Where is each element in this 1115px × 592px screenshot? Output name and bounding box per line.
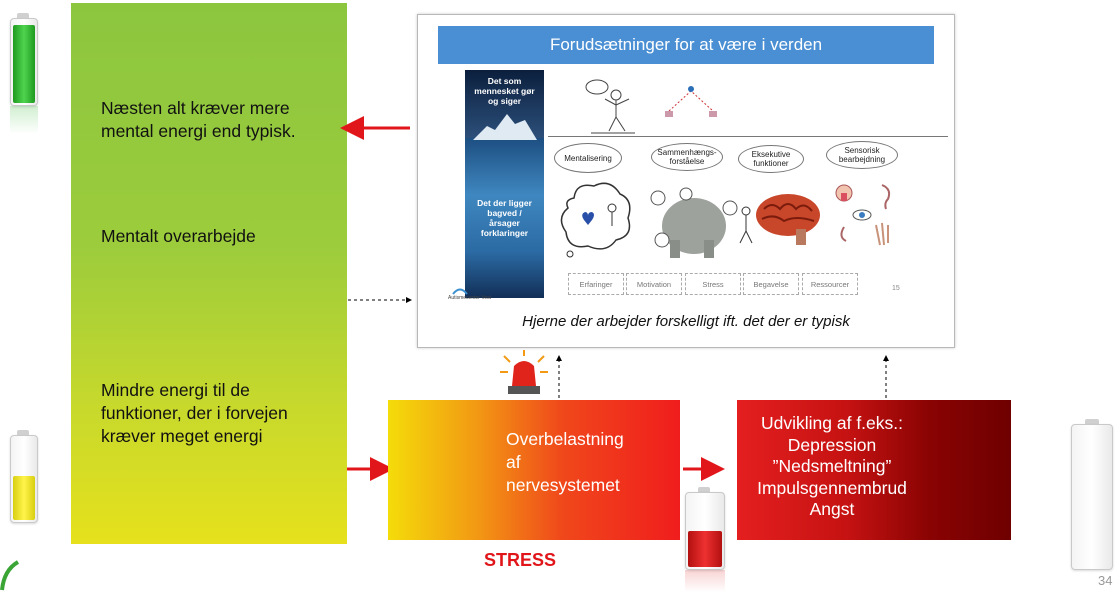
box-ressourcer: Ressourcer — [802, 273, 858, 295]
battery-low-cap — [698, 487, 710, 492]
autismecenter-logo-icon — [452, 288, 468, 295]
oval-mentalisering: Mentalisering — [554, 143, 622, 173]
battery-half-fill — [13, 476, 35, 520]
stress-line-2: af — [506, 452, 521, 472]
battery-low-icon — [685, 492, 725, 570]
left-text-mental-overwork: Mentalt overarbejde — [101, 226, 256, 246]
development-line-2: Depression — [787, 434, 877, 455]
iceberg-top-text: Det som mennesket gør og siger — [474, 76, 535, 106]
battery-full-icon — [10, 18, 38, 106]
logo-swoosh-icon — [0, 560, 20, 591]
battery-empty-cap — [1085, 419, 1099, 424]
battery-half-icon — [10, 435, 38, 523]
stress-line-3: nervesystemet — [506, 475, 620, 495]
stress-label: STRESS — [484, 550, 557, 570]
development-line-3: ”Nedsmeltning” — [772, 456, 892, 476]
embedded-slide: Forudsætninger for at være i verden Det … — [417, 14, 955, 348]
slide-title: Forudsætninger for at være i verden — [438, 26, 934, 64]
slide-caption: Hjerne der arbejder forskelligt ift. det… — [522, 313, 850, 330]
page-number: 34 — [1098, 573, 1113, 588]
battery-low-reflection — [685, 570, 725, 592]
oval-sensorisk-bearbejdning: Sensorisk bearbejdning — [826, 141, 898, 169]
development-line-4: Impulsgennembrud — [757, 477, 907, 498]
battery-low-fill — [688, 531, 722, 567]
iceberg-waterline — [548, 136, 948, 137]
battery-empty-icon — [1071, 424, 1113, 570]
stress-box-text: Overbelastning af nervesystemet — [506, 428, 624, 497]
autismecenter-logo-text: Autismecenter Vest — [448, 295, 492, 301]
iceberg-bottom-text: Det der ligger bagved / årsager forklari… — [477, 198, 532, 238]
box-motivation: Motivation — [626, 273, 682, 295]
development-line-1: Udvikling af f.eks.: — [761, 413, 903, 433]
left-text-less-energy: Mindre energi til de funktioner, der i f… — [101, 380, 288, 446]
battery-full-fill — [13, 25, 35, 103]
thought-cloud-icon — [560, 182, 631, 258]
battery-full-reflection — [10, 106, 38, 134]
box-erfaringer: Erfaringer — [568, 273, 624, 295]
iceberg-image: Det som mennesket gør og siger Det der l… — [465, 70, 544, 298]
small-figure-icon — [739, 206, 753, 244]
elephant-illustration-icon — [650, 187, 738, 258]
battery-full-cap — [17, 13, 29, 18]
development-line-5: Angst — [809, 499, 855, 519]
slide-number: 15 — [892, 285, 900, 292]
triangle-diagram-icon — [665, 86, 717, 117]
alarm-light-icon — [500, 350, 548, 394]
iceberg-tip-icon — [473, 114, 537, 140]
stress-box: Overbelastning af nervesystemet — [388, 400, 680, 540]
left-panel: Næsten alt kræver mere mental energi end… — [71, 3, 347, 544]
stress-line-1: Overbelastning — [506, 429, 624, 449]
battery-half-cap — [17, 430, 29, 435]
development-box-text: Udvikling af f.eks.: Depression ”Nedsmel… — [737, 413, 927, 521]
box-begavelse: Begavelse — [743, 273, 799, 295]
person-sketch-icon — [585, 79, 635, 134]
oval-sammenhaengsforstaaelse: Sammenhængs-forståelse — [651, 143, 723, 171]
box-stress: Stress — [685, 273, 741, 295]
left-text-mental-energy: Næsten alt kræver mere mental energi end… — [101, 98, 296, 141]
oval-eksekutive-funktioner: Eksekutive funktioner — [738, 145, 804, 173]
development-box: Udvikling af f.eks.: Depression ”Nedsmel… — [737, 400, 1011, 540]
senses-icon — [835, 184, 891, 246]
brain-icon — [756, 194, 820, 245]
